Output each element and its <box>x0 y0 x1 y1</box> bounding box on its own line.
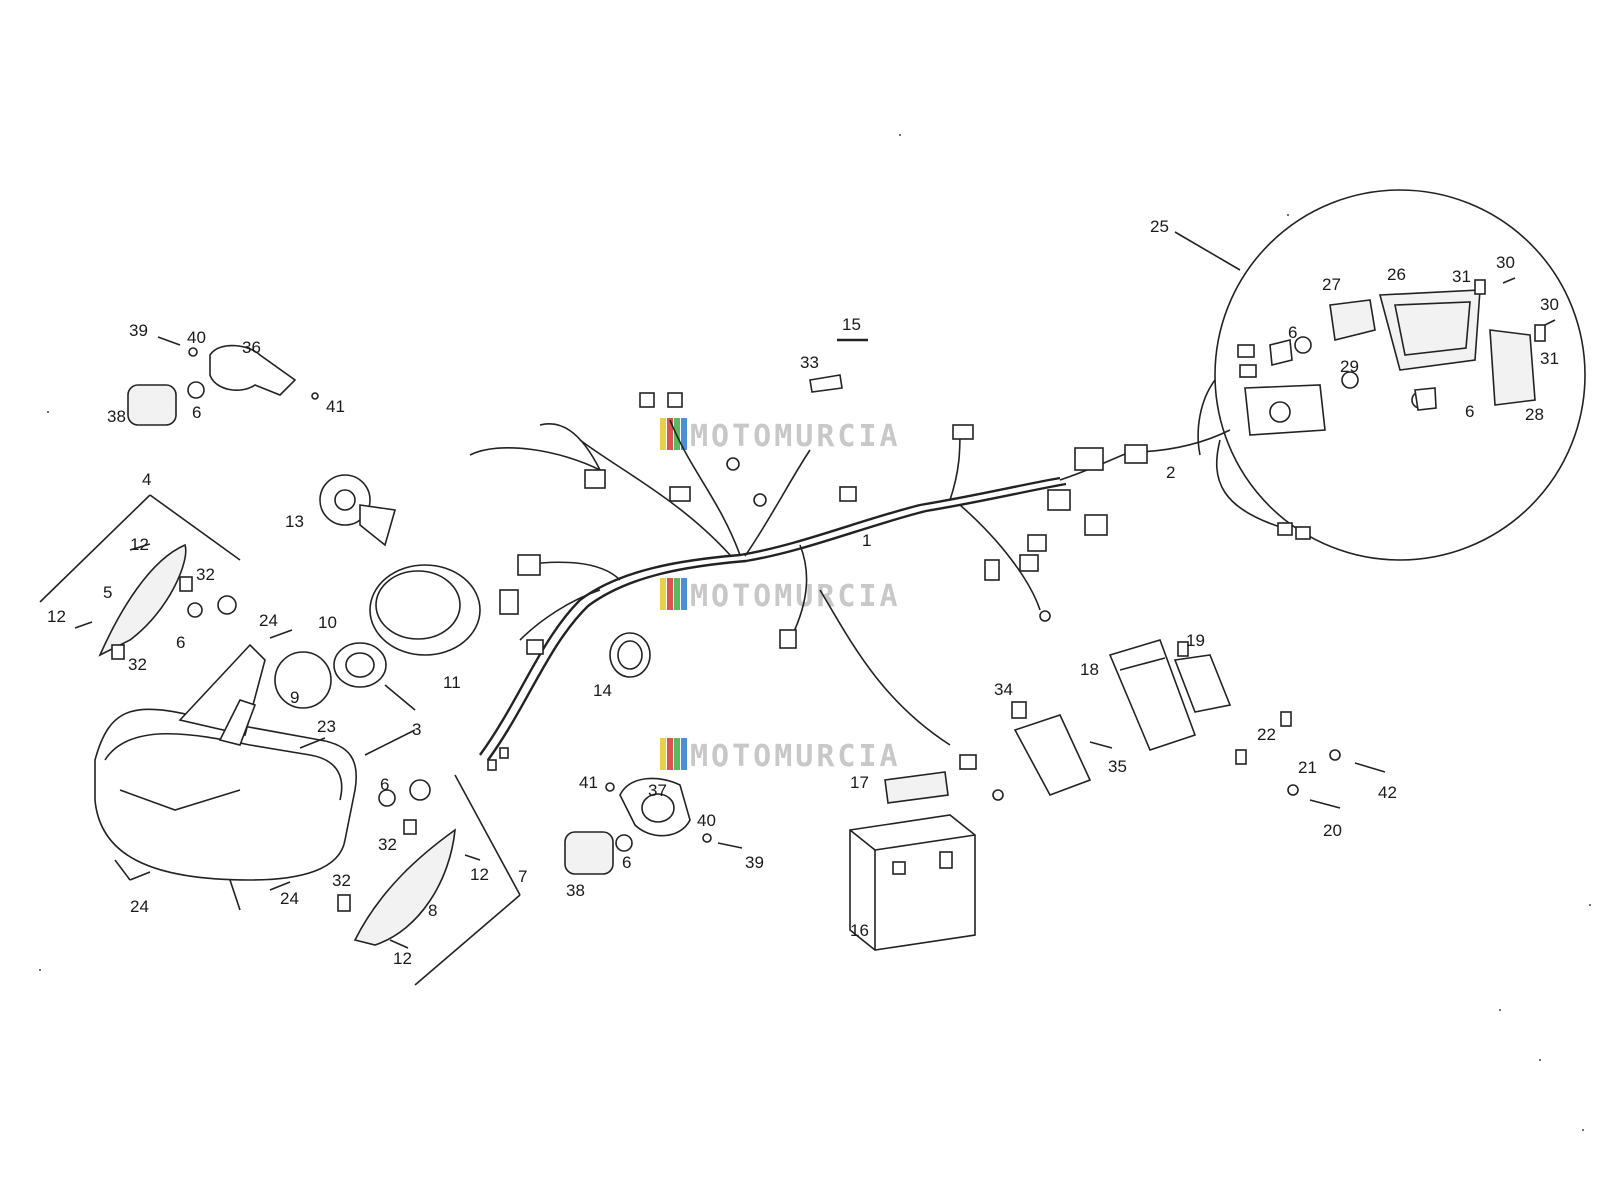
label-13: 13 <box>285 512 304 531</box>
label-38-a: 38 <box>107 407 126 426</box>
label-32-a: 32 <box>196 565 215 584</box>
label-34: 34 <box>994 680 1013 699</box>
label-41-a: 41 <box>326 397 345 416</box>
label-12-d: 12 <box>393 949 412 968</box>
watermark-top: MOTOMURCIA <box>660 418 901 454</box>
relay-19 <box>1173 641 1232 713</box>
watermark-bottom: MOTOMURCIA <box>660 738 901 774</box>
label-40-a: 40 <box>187 328 206 347</box>
label-20: 20 <box>1323 821 1342 840</box>
battery <box>849 814 976 951</box>
label-38-b: 38 <box>566 881 585 900</box>
instrument-cluster <box>333 564 481 711</box>
label-16: 16 <box>850 921 869 940</box>
label-40-b: 40 <box>697 811 716 830</box>
label-6-e: 6 <box>1288 323 1297 342</box>
label-3: 3 <box>412 720 421 739</box>
hardware-20-21-22-42 <box>1235 711 1386 809</box>
label-24-c: 24 <box>280 889 299 908</box>
label-31-a: 31 <box>1452 267 1471 286</box>
label-26: 26 <box>1387 265 1406 284</box>
label-4: 4 <box>142 470 151 489</box>
label-10: 10 <box>318 613 337 632</box>
label-5: 5 <box>103 583 112 602</box>
label-7: 7 <box>518 867 527 886</box>
label-30-b: 30 <box>1540 295 1559 314</box>
label-1: 1 <box>862 531 871 550</box>
rear-indicator <box>564 777 743 875</box>
label-9: 9 <box>290 688 299 707</box>
label-30-a: 30 <box>1496 253 1515 272</box>
label-24-b: 24 <box>130 897 149 916</box>
label-25: 25 <box>1150 217 1169 236</box>
main-wiring-harness <box>469 392 1131 801</box>
label-39-a: 39 <box>129 321 148 340</box>
label-14: 14 <box>593 681 612 700</box>
label-2: 2 <box>1166 463 1175 482</box>
label-32-c: 32 <box>378 835 397 854</box>
label-8: 8 <box>428 901 437 920</box>
label-37: 37 <box>648 781 667 800</box>
label-21: 21 <box>1298 758 1317 777</box>
scan-specks <box>39 134 1591 1131</box>
watermark-middle: MOTOMURCIA <box>660 578 901 614</box>
headlight-assembly <box>39 494 416 911</box>
label-23: 23 <box>317 717 336 736</box>
svg-text:MOTOMURCIA: MOTOMURCIA <box>690 419 901 454</box>
label-15: 15 <box>842 315 861 334</box>
rear-light-detail <box>1124 189 1586 561</box>
horn <box>319 474 397 547</box>
front-indicator-left <box>127 336 319 426</box>
label-6-d: 6 <box>622 853 631 872</box>
label-24-a: 24 <box>259 611 278 630</box>
label-6-a: 6 <box>192 403 201 422</box>
label-41-b: 41 <box>579 773 598 792</box>
label-42: 42 <box>1378 783 1397 802</box>
label-32-b: 32 <box>128 655 147 674</box>
label-35: 35 <box>1108 757 1127 776</box>
right-headlight-panel <box>337 774 521 986</box>
label-19: 19 <box>1186 631 1205 650</box>
callout-labels: 1 2 3 4 5 6 6 6 6 6 6 6 7 8 9 10 11 12 1… <box>47 217 1559 968</box>
label-6-f: 6 <box>1465 402 1474 421</box>
regulator-18 <box>1108 639 1197 751</box>
label-12-b: 12 <box>47 607 66 626</box>
battery-pad-17 <box>884 771 949 804</box>
label-12-a: 12 <box>130 535 149 554</box>
label-28: 28 <box>1525 405 1544 424</box>
clamp-14 <box>609 632 651 678</box>
label-29: 29 <box>1340 357 1359 376</box>
label-6-c: 6 <box>380 775 389 794</box>
connector-33 <box>809 374 843 393</box>
label-11: 11 <box>443 673 461 692</box>
label-18: 18 <box>1080 660 1099 679</box>
svg-text:MOTOMURCIA: MOTOMURCIA <box>690 579 901 614</box>
label-33: 33 <box>800 353 819 372</box>
label-6-b: 6 <box>176 633 185 652</box>
label-27: 27 <box>1322 275 1341 294</box>
label-36: 36 <box>242 338 261 357</box>
label-39-b: 39 <box>745 853 764 872</box>
label-31-b: 31 <box>1540 349 1559 368</box>
label-17: 17 <box>850 773 869 792</box>
svg-text:MOTOMURCIA: MOTOMURCIA <box>690 739 901 774</box>
label-32-d: 32 <box>332 871 351 890</box>
cdi-unit-34 <box>1011 701 1113 796</box>
label-12-c: 12 <box>470 865 489 884</box>
label-22: 22 <box>1257 725 1276 744</box>
